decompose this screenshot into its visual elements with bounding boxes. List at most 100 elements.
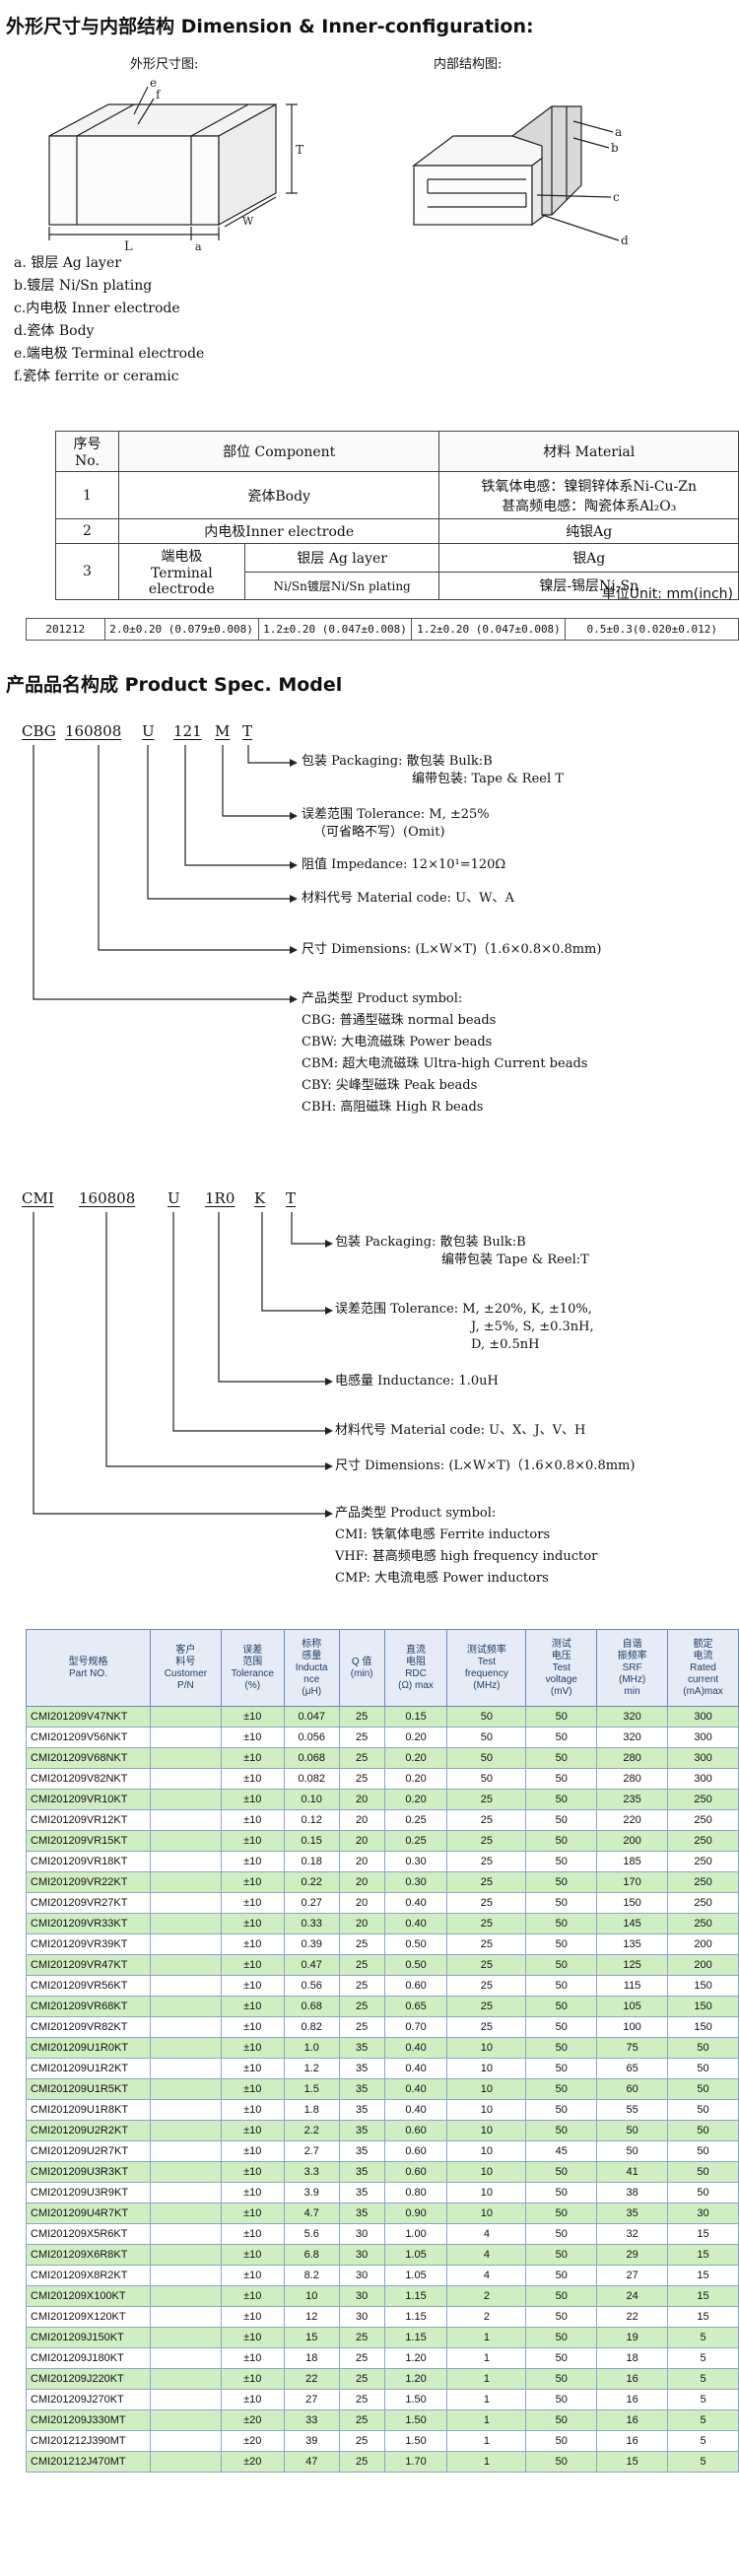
spec-cell: ±10 (220, 2037, 285, 2059)
spec-cell: 2.2 (283, 2120, 340, 2141)
spec-cell: 10 (446, 2037, 527, 2059)
spec-cell: 0.27 (283, 1892, 340, 1914)
cbg-type-item: CBG: 普通型磁珠 normal beads (302, 1013, 497, 1028)
cell-line: 甚高频电感：陶瓷体系Al₂O₃ (502, 498, 677, 514)
spec-cell: 50 (525, 2389, 598, 2410)
spec-col-header-line: (MHz) (619, 1673, 646, 1685)
spec-cell: 25 (338, 1954, 385, 1976)
spec-cell (149, 1809, 222, 1831)
spec-cell: 250 (667, 1871, 739, 1893)
spec-cell: 1 (446, 2347, 527, 2369)
spec-col-header-line: (%) (244, 1679, 261, 1691)
dim-cell: 0.5±0.3(0.020±0.012) (565, 618, 739, 641)
spec-cell: 50 (525, 2409, 598, 2431)
spec-cell: 0.40 (383, 2037, 448, 2059)
spec-cell: 1.8 (283, 2099, 340, 2121)
spec-cell: 25 (446, 1871, 527, 1893)
spec-cell: ±10 (220, 1933, 285, 1955)
part-number-cell: CMI201209VR68KT (26, 1996, 151, 2017)
spec-col-header-line: 料号 (175, 1656, 196, 1667)
spec-cell: 0.56 (283, 1975, 340, 1997)
spec-col-header-line: Tolerance (231, 1667, 274, 1679)
cbg-packaging-label: 包装 Packaging: 散包装 Bulk:B (302, 754, 493, 769)
label-f: f (156, 88, 162, 102)
spec-col-header-line: min (624, 1685, 640, 1697)
label-W: W (242, 215, 254, 228)
inner-label-c: c (613, 190, 620, 204)
spec-cell (149, 2285, 222, 2307)
spec-cell (149, 1871, 222, 1893)
cmi-code-material: U (168, 1189, 180, 1207)
spec-cell: 1.05 (383, 2265, 448, 2286)
spec-cell: 0.50 (383, 1933, 448, 1955)
spec-cell: 6.8 (283, 2244, 340, 2266)
spec-cell: 10 (446, 2182, 527, 2203)
spec-col-header-line: 直流 (406, 1644, 427, 1656)
spec-cell: 15 (667, 2244, 739, 2266)
spec-cell: 0.47 (283, 1954, 340, 1976)
spec-cell: 20 (338, 1913, 385, 1934)
spec-cell: 1.20 (383, 2347, 448, 2369)
spec-cell: 0.15 (283, 1830, 340, 1852)
label-a: a (195, 240, 202, 253)
part-number-cell: CMI201209U1R0KT (26, 2037, 151, 2059)
spec-cell: 0.047 (283, 1706, 340, 1728)
spec-cell: 4 (446, 2244, 527, 2266)
spec-cell: 50 (525, 2037, 598, 2059)
spec-cell: 250 (667, 1809, 739, 1831)
spec-col-header-line: 测试频率 (466, 1644, 506, 1656)
spec-cell: 25 (338, 1933, 385, 1955)
spec-cell: 47 (283, 2451, 340, 2473)
spec-cell: 30 (338, 2306, 385, 2328)
spec-col-header-line: Inducta (295, 1661, 328, 1673)
cbg-dimension-label: 尺寸 Dimensions: (L×W×T)（1.6×0.8×0.8mm) (302, 942, 602, 957)
cell-line: 端电极 (161, 549, 203, 565)
spec-cell (149, 2078, 222, 2100)
spec-cell: 0.056 (283, 1727, 340, 1748)
spec-col-header-line: 感量 (302, 1650, 322, 1661)
spec-cell: 0.40 (383, 2078, 448, 2100)
spec-cell: 50 (525, 1975, 598, 1997)
spec-cell: ±20 (220, 2451, 285, 2473)
spec-cell: 27 (596, 2265, 669, 2286)
spec-cell (149, 1933, 222, 1955)
spec-cell: 0.80 (383, 2182, 448, 2203)
part-number-cell: CMI201209VR33KT (26, 1913, 151, 1934)
spec-cell (149, 1727, 222, 1748)
part-number-cell: CMI201209J180KT (26, 2347, 151, 2369)
spec-cell: 50 (525, 1954, 598, 1976)
spec-cell (149, 1789, 222, 1810)
spec-col-header-line: 振频率 (617, 1650, 647, 1661)
spec-cell: 0.068 (283, 1747, 340, 1769)
spec-cell: 50 (525, 2430, 598, 2452)
spec-cell: 0.60 (383, 1975, 448, 1997)
spec-cell: 33 (283, 2409, 340, 2431)
spec-cell: ±10 (220, 1975, 285, 1997)
spec-cell: ±10 (220, 2161, 285, 2183)
spec-cell: 25 (446, 1892, 527, 1914)
spec-cell: 16 (596, 2430, 669, 2452)
legend-list: a. 银层 Ag layer b.镀层 Ni/Sn plating c.内电极 … (14, 252, 204, 388)
spec-cell: 5 (667, 2451, 739, 2473)
spec-cell: 1.15 (383, 2285, 448, 2307)
spec-cell: 50 (525, 2016, 598, 2038)
spec-cell: 25 (446, 1913, 527, 1934)
spec-cell: 25 (338, 2409, 385, 2431)
spec-cell: 35 (338, 2078, 385, 2100)
spec-cell: ±10 (220, 1830, 285, 1852)
cmi-tolerance-line-2: J, ±5%, S, ±0.3nH, (471, 1320, 594, 1334)
cmi-dimension-label: 尺寸 Dimensions: (L×W×T)（1.6×0.8×0.8mm) (335, 1458, 636, 1473)
dim-cell: 201212 (26, 618, 105, 641)
part-number-cell: CMI201209X5R6KT (26, 2223, 151, 2245)
spec-cell: 10 (446, 2120, 527, 2141)
cmi-packaging-label-2: 编带包装 Tape & Reel:T (441, 1253, 589, 1267)
